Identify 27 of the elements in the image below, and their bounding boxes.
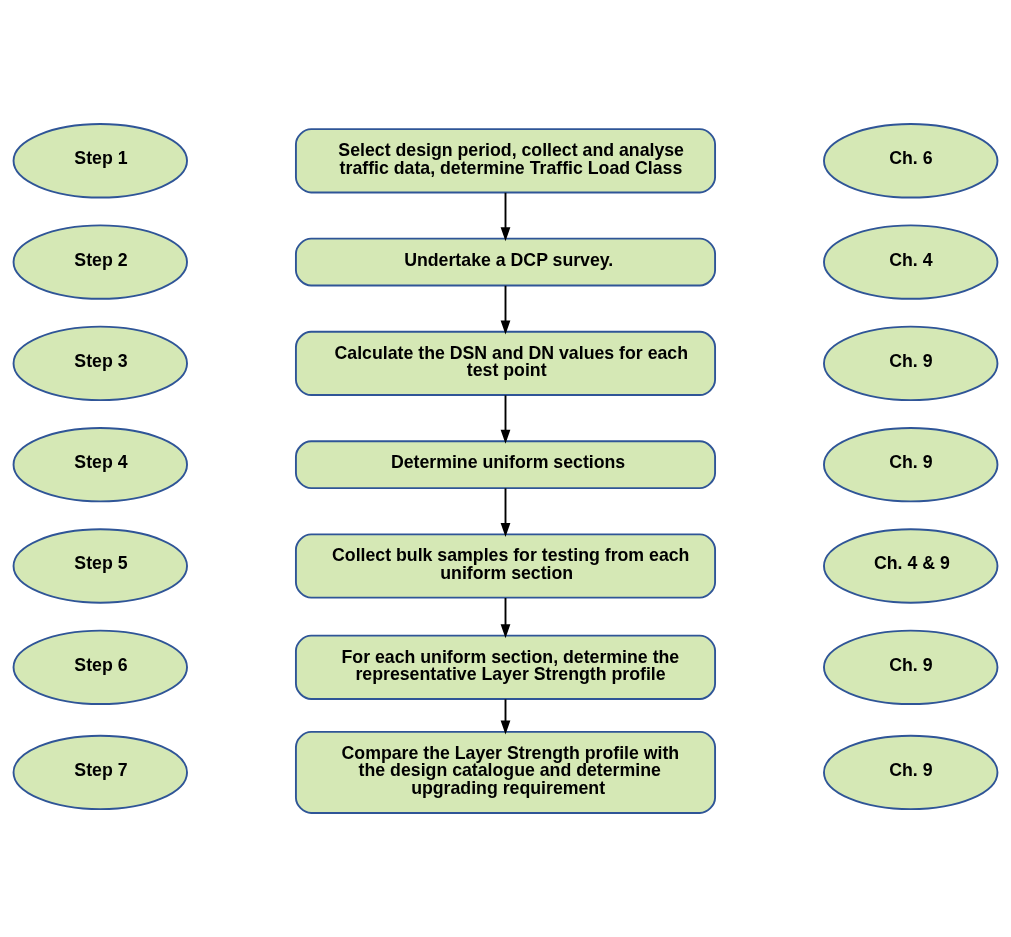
node-box: For each uniform section, determine the representative Layer Strength profile — [295, 634, 717, 700]
node-ellipse: Step 6 — [12, 629, 188, 705]
node-ellipse: Ch. 9 — [823, 629, 999, 705]
arrow — [500, 394, 511, 444]
node-ellipse: Step 3 — [12, 325, 188, 402]
node-ellipse: Step 7 — [12, 734, 188, 811]
node-ellipse: Step 2 — [12, 224, 188, 300]
node-ellipse: Ch. 9 — [823, 427, 999, 503]
node-box: Calculate the DSN and DN values for each test point — [295, 330, 717, 396]
arrow — [500, 698, 511, 735]
node-box: Compare the Layer Strength profile with the design catalogue and determine upgrading requirement — [295, 730, 717, 814]
node-box: Undertake a DCP survey. — [295, 237, 717, 287]
node-ellipse: Ch. 4 & 9 — [823, 528, 999, 604]
node-ellipse: Ch. 9 — [823, 734, 999, 811]
node-box: Determine uniform sections — [295, 440, 717, 490]
node-ellipse: Ch. 9 — [823, 325, 999, 402]
node-box: Collect bulk samples for testing from each uniform section — [295, 533, 717, 599]
arrow — [500, 284, 511, 335]
node-ellipse: Step 5 — [12, 528, 188, 604]
node-ellipse: Step 4 — [12, 427, 188, 503]
node-ellipse: Ch. 6 — [823, 123, 999, 199]
node-box: Select design period, collect and analyse traffic data, determine Traffic Load Class — [295, 128, 717, 194]
arrow — [500, 487, 511, 538]
node-ellipse: Step 1 — [12, 123, 188, 199]
arrow — [500, 597, 511, 639]
node-ellipse: Ch. 4 — [823, 224, 999, 300]
arrow — [500, 191, 511, 242]
